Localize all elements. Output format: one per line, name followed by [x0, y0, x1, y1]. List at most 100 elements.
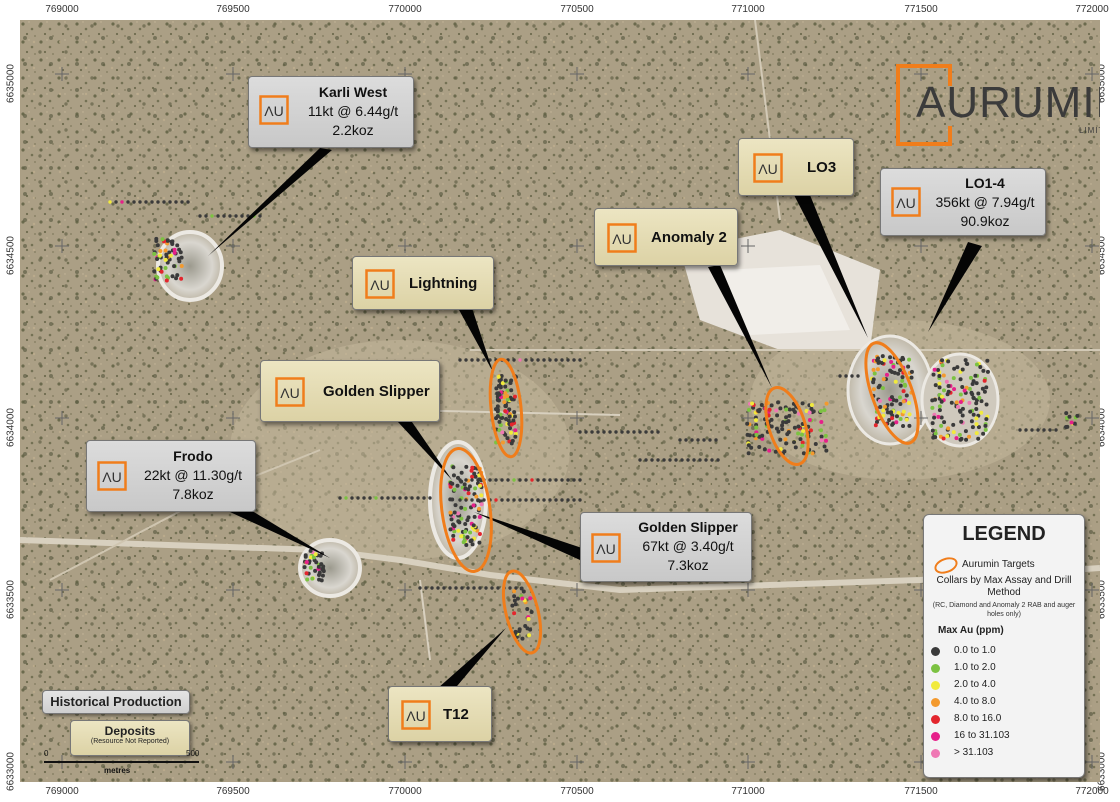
- drill-collar: [452, 529, 457, 534]
- drill-collar: [344, 496, 348, 500]
- drill-collar: [168, 253, 173, 258]
- drill-collar: [668, 458, 672, 462]
- callout-lo3[interactable]: ΛU LO3: [738, 138, 854, 196]
- drill-collar: [512, 414, 517, 419]
- drill-collar: [463, 486, 468, 491]
- drill-collar: [590, 430, 594, 434]
- scale-line: [44, 761, 199, 763]
- callout-t12[interactable]: ΛU T12: [388, 686, 492, 742]
- drill-collar: [458, 498, 462, 502]
- drill-collar: [452, 487, 457, 492]
- callout-golden-slipper-production[interactable]: ΛU Golden Slipper 67kt @ 3.40g/t 7.3koz: [580, 512, 752, 582]
- drill-collar: [964, 385, 969, 390]
- drill-collar: [930, 405, 935, 410]
- drill-collar: [530, 498, 534, 502]
- drill-collar: [542, 358, 546, 362]
- drill-collar: [470, 478, 474, 482]
- drill-collar: [901, 389, 906, 394]
- callout-text: Karli West 11kt @ 6.44g/t 2.2koz: [293, 83, 413, 140]
- drill-collar: [512, 410, 517, 415]
- callout-karli-west[interactable]: ΛU Karli West 11kt @ 6.44g/t 2.2koz: [248, 76, 414, 148]
- drill-collar: [158, 249, 163, 254]
- drill-collar: [234, 214, 238, 218]
- drill-collar: [776, 400, 781, 405]
- drill-collar: [881, 413, 886, 418]
- drill-collar: [819, 428, 824, 433]
- drill-collar: [476, 358, 480, 362]
- drill-collar: [410, 496, 414, 500]
- drill-collar: [958, 377, 963, 382]
- deposits-label: Deposits: [104, 724, 156, 738]
- drill-collar: [155, 257, 160, 262]
- drill-collar: [954, 400, 959, 405]
- drill-collar: [704, 458, 708, 462]
- callout-grade: 356kt @ 7.94g/t: [935, 194, 1035, 210]
- drill-collar: [156, 200, 160, 204]
- drill-collar: [560, 498, 564, 502]
- callout-golden-slipper-target[interactable]: ΛU Golden Slipper: [260, 360, 440, 422]
- legend-title: LEGEND: [962, 523, 1046, 545]
- drill-collar: [505, 397, 510, 402]
- drill-collar: [958, 392, 963, 397]
- drill-collar: [811, 409, 816, 414]
- satellite-map[interactable]: AURUMIN LIMITED ΛU Karli West 11kt @ 6.4…: [20, 20, 1100, 782]
- drill-collar: [150, 200, 154, 204]
- drill-collar: [452, 524, 457, 529]
- drill-collar: [500, 440, 505, 445]
- drill-collar: [939, 423, 944, 428]
- drill-collar: [508, 586, 512, 590]
- drill-collar: [156, 267, 161, 272]
- drill-collar: [674, 458, 678, 462]
- drill-collar: [566, 478, 570, 482]
- drill-collar: [497, 378, 502, 383]
- callout-lo1-4[interactable]: ΛU LO1-4 356kt @ 7.94g/t 90.9koz: [880, 168, 1046, 236]
- drill-collar: [745, 421, 750, 426]
- drill-collar: [499, 415, 504, 420]
- drill-collar: [165, 238, 170, 243]
- callout-ounces: 7.3koz: [667, 557, 709, 573]
- drill-collar: [120, 200, 124, 204]
- drill-collar: [1036, 428, 1040, 432]
- legend-dot-icon: [931, 681, 940, 690]
- callout-lightning[interactable]: ΛU Lightning: [352, 256, 494, 310]
- drill-collar: [644, 458, 648, 462]
- drill-collar: [796, 424, 801, 429]
- grid-cross: [570, 67, 584, 81]
- drill-collar: [228, 214, 232, 218]
- drill-collar: [466, 586, 470, 590]
- drill-collar: [308, 565, 313, 570]
- au-mark-icon: ΛU: [753, 153, 783, 183]
- drill-collar: [542, 498, 546, 502]
- drill-collar: [204, 214, 208, 218]
- x-tick-label: 770000: [388, 4, 422, 15]
- drill-collar: [1018, 428, 1022, 432]
- drill-collar: [787, 407, 792, 412]
- drill-collar: [180, 200, 184, 204]
- drill-collar: [461, 540, 466, 545]
- drill-collar: [809, 406, 814, 411]
- drill-collar: [496, 374, 501, 379]
- drill-collar: [793, 445, 798, 450]
- logo-wordmark: AURUMIN: [916, 78, 1100, 127]
- drill-collar: [856, 374, 860, 378]
- drill-collar: [503, 403, 508, 408]
- drill-collar: [114, 200, 118, 204]
- drill-collar: [506, 498, 510, 502]
- au-mark-icon: ΛU: [401, 700, 431, 730]
- drill-collar: [951, 422, 956, 427]
- drill-collar: [884, 372, 889, 377]
- callout-title: Karli West: [318, 84, 388, 100]
- drill-collar: [319, 562, 324, 567]
- drill-collar: [514, 586, 518, 590]
- drill-collar: [495, 407, 500, 412]
- drill-collar: [175, 273, 180, 278]
- drill-collar: [983, 423, 988, 428]
- drill-collar: [897, 395, 902, 400]
- legend: LEGEND Aurumin Targets Collars by Max As…: [923, 514, 1085, 778]
- drill-collar: [525, 626, 530, 631]
- callout-frodo[interactable]: ΛU Frodo 22kt @ 11.30g/t 7.8koz: [86, 440, 256, 512]
- callout-anomaly-2[interactable]: ΛU Anomaly 2: [594, 208, 738, 266]
- drill-collar: [416, 496, 420, 500]
- drill-collar: [518, 358, 522, 362]
- grid-cross: [1085, 411, 1099, 425]
